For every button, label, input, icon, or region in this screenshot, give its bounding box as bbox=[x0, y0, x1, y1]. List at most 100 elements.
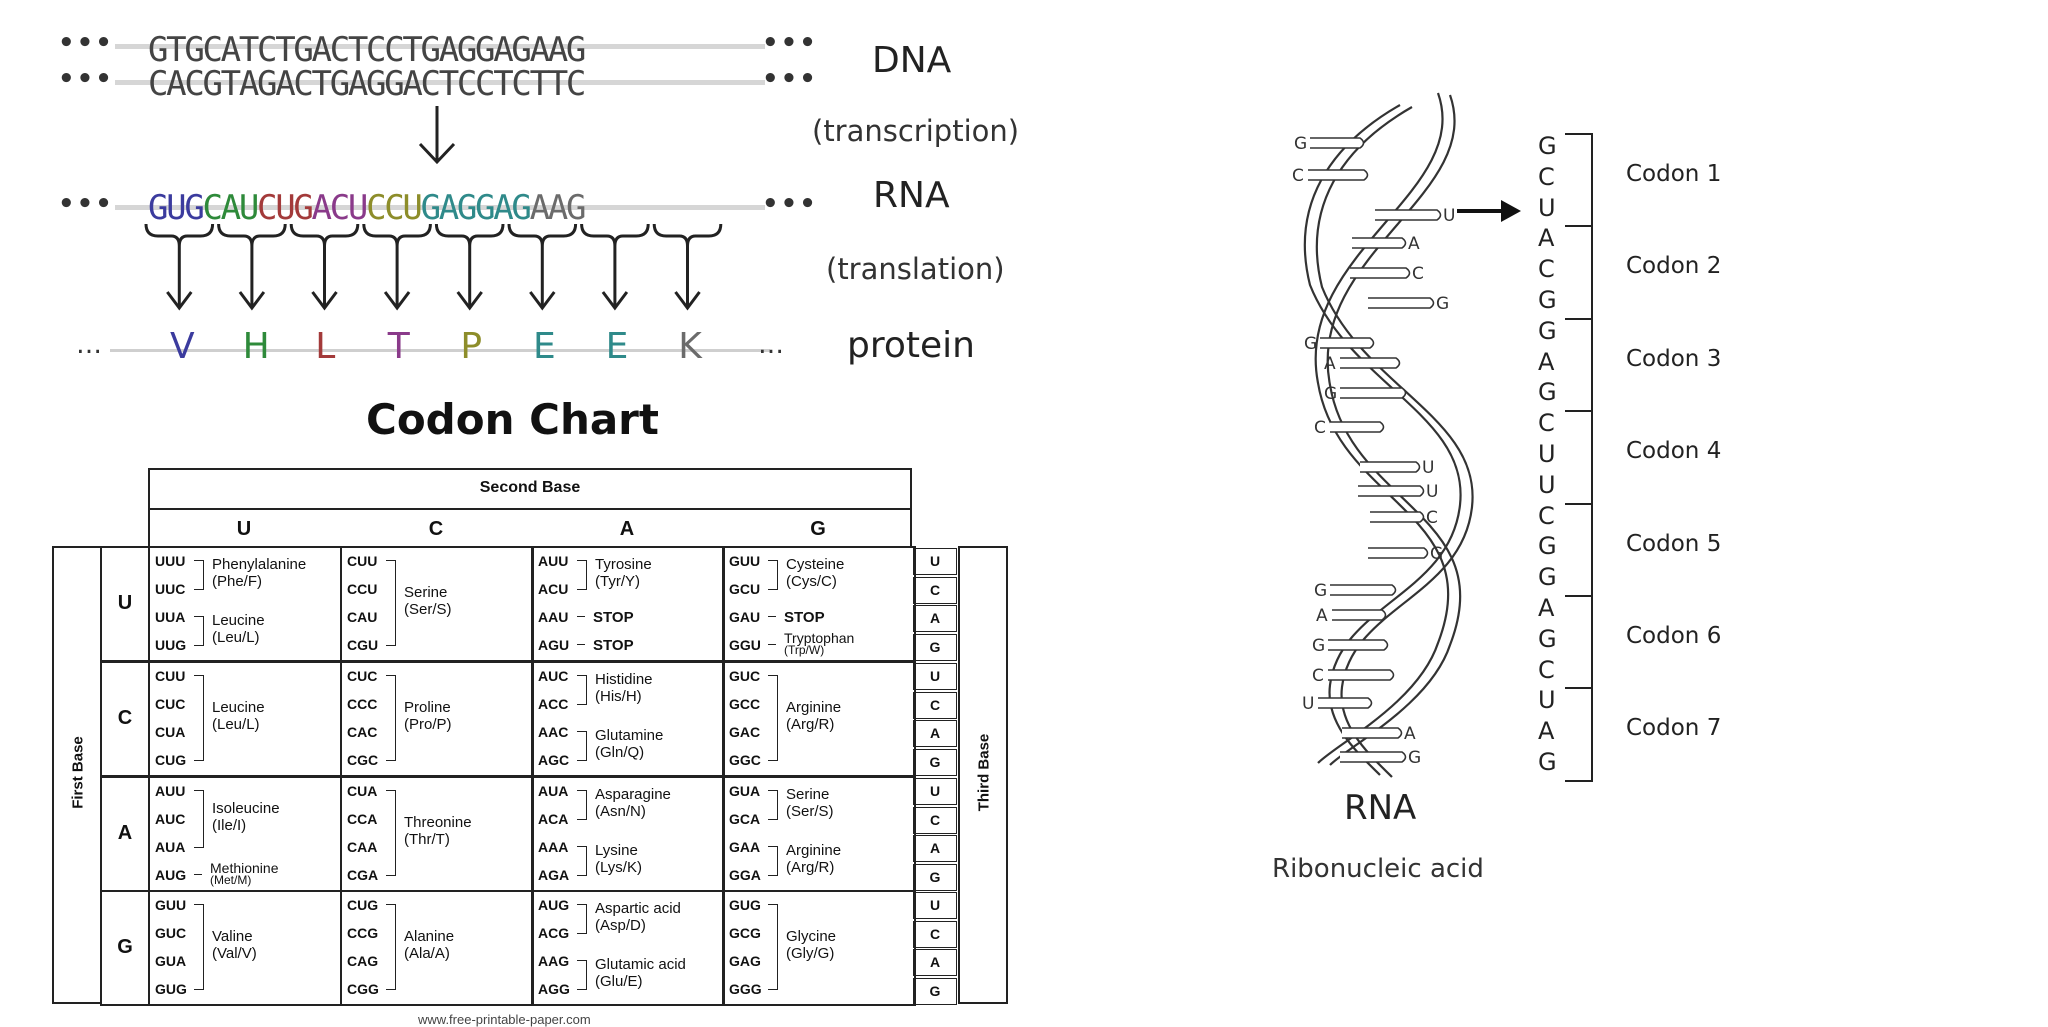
translation-arrow-icon bbox=[238, 291, 266, 311]
third-base-box bbox=[913, 663, 957, 690]
codon-code: GUG bbox=[729, 897, 761, 913]
codon-nucleotide: C bbox=[1538, 162, 1555, 191]
amino-acid-abbr: (Phe/F) bbox=[212, 573, 263, 590]
base-pair-rung bbox=[1330, 584, 1397, 596]
codon-code: CCC bbox=[347, 696, 378, 712]
translation-braces bbox=[144, 223, 723, 311]
amino-acid-name: Serine bbox=[404, 584, 448, 601]
rna-codon: AAG bbox=[529, 188, 587, 228]
base-pair-rung bbox=[1328, 669, 1395, 681]
helix-base-letter: G bbox=[1430, 544, 1443, 564]
rna-codon: CAU bbox=[202, 188, 260, 228]
base-pair-rung bbox=[1340, 751, 1407, 763]
codon-code: CGC bbox=[347, 752, 379, 768]
codon-label: Codon 5 bbox=[1626, 530, 1722, 557]
codon-brace bbox=[580, 223, 650, 247]
amino-acid-name: Phenylalanine bbox=[212, 556, 307, 573]
base-pair-rung bbox=[1320, 337, 1375, 349]
third-base-letter: C bbox=[929, 925, 941, 942]
third-base-letter: U bbox=[929, 897, 941, 913]
transcription-arrow-icon bbox=[418, 106, 456, 165]
single-dash bbox=[194, 874, 202, 875]
codon-code: GAC bbox=[729, 724, 761, 740]
codon-code: GCC bbox=[729, 696, 761, 712]
amino-acid-name: Glutamine bbox=[595, 727, 664, 744]
codon-code: CCG bbox=[347, 925, 379, 941]
column-letter: C bbox=[428, 518, 444, 540]
rna-codon: CCU bbox=[366, 188, 423, 228]
base-pair-rung bbox=[1340, 387, 1407, 399]
base-pair-rung bbox=[1352, 237, 1407, 249]
codon-group-bracket bbox=[194, 790, 204, 848]
helix-base-letter: G bbox=[1314, 581, 1327, 601]
codon-cell bbox=[531, 890, 725, 1006]
rna-sequence: GUGCAUCUGACUCCUGAGGAGAAG bbox=[148, 188, 587, 228]
third-base-letter: C bbox=[929, 811, 941, 828]
base-pair-rung bbox=[1368, 547, 1429, 559]
codon-code: AGG bbox=[538, 981, 570, 997]
base-pair-rung bbox=[1375, 209, 1442, 221]
codon-code: AUA bbox=[538, 783, 569, 799]
helix-base-letter: G bbox=[1312, 636, 1325, 656]
base-pair-rung bbox=[1358, 485, 1425, 497]
codon-code: AAU bbox=[538, 609, 569, 625]
codon-code: CGU bbox=[347, 637, 379, 653]
codon-label: Codon 6 bbox=[1626, 623, 1722, 649]
codon-label: Codon 1 bbox=[1626, 161, 1722, 187]
codon-pointer-arrow-icon bbox=[1457, 200, 1521, 222]
third-base-box bbox=[913, 892, 957, 919]
amino-acid-abbr: (Asp/D) bbox=[595, 917, 646, 934]
amino-acid-letter: K bbox=[678, 326, 702, 367]
translation-arrow-icon bbox=[601, 291, 629, 311]
helix-title: RNA bbox=[1344, 788, 1417, 828]
codon-label: Codon 3 bbox=[1626, 345, 1722, 372]
codon-brace bbox=[507, 223, 578, 247]
third-base-letter: C bbox=[929, 581, 941, 598]
amino-acid-abbr: (Ile/I) bbox=[212, 817, 247, 834]
third-base-letter: U bbox=[929, 553, 941, 569]
codon-group-bracket bbox=[386, 675, 396, 761]
amino-acid-name: Leucine bbox=[212, 699, 265, 716]
third-base-box bbox=[913, 977, 957, 1005]
codon-code: CGG bbox=[347, 981, 379, 997]
codon-brace bbox=[144, 223, 215, 247]
codon-code: GUC bbox=[155, 925, 187, 941]
amino-acid-name: Serine bbox=[786, 786, 830, 803]
amino-acid-name: Glycine bbox=[786, 928, 837, 945]
codon-group-bracket bbox=[577, 731, 587, 761]
amino-acid-abbr: (Gly/G) bbox=[786, 945, 835, 962]
rna-label: RNA bbox=[873, 175, 950, 216]
codon-nucleotide: G bbox=[1538, 286, 1557, 314]
transcription-label: (transcription) bbox=[812, 114, 1020, 148]
codon-group-bracket bbox=[194, 675, 204, 761]
codon-nucleotide: G bbox=[1538, 748, 1557, 776]
amino-acid-name: Asparagine bbox=[595, 786, 671, 803]
codon-brace bbox=[362, 223, 432, 247]
third-base-letter: A bbox=[929, 610, 941, 626]
codon-code: CUA bbox=[155, 724, 186, 740]
codon-nucleotide: C bbox=[1538, 409, 1555, 438]
codon-code: CUA bbox=[347, 783, 378, 799]
codon-chart-title: Codon Chart bbox=[366, 395, 659, 444]
amino-acid-letter: E bbox=[533, 326, 556, 367]
helix-base-letter: A bbox=[1408, 234, 1420, 254]
helix-base-letter: G bbox=[1294, 134, 1307, 154]
amino-acid-name: Alanine bbox=[404, 928, 455, 945]
third-base-box bbox=[913, 633, 957, 661]
codon-code: GGG bbox=[729, 981, 762, 997]
codon-nucleotide: G bbox=[1538, 624, 1557, 653]
amino-acid-letter: E bbox=[605, 326, 629, 367]
codon-group-bracket bbox=[386, 904, 396, 990]
helix-base-letter: G bbox=[1324, 384, 1337, 404]
codon-bracket bbox=[1565, 133, 1593, 228]
codon-code: ACG bbox=[538, 925, 570, 941]
amino-acid-name: Tyrosine bbox=[595, 556, 652, 573]
amino-acid-abbr: (Glu/E) bbox=[595, 973, 643, 990]
base-pair-rung bbox=[1332, 609, 1387, 621]
third-base-box bbox=[913, 949, 957, 976]
amino-acid-name: Methionine bbox=[210, 860, 279, 876]
dna-ellipsis-left-1: ••• bbox=[58, 28, 114, 58]
codon-nucleotide: A bbox=[1538, 347, 1555, 376]
base-pair-rung bbox=[1328, 639, 1389, 651]
rna-ellipsis-left: ••• bbox=[58, 189, 114, 219]
